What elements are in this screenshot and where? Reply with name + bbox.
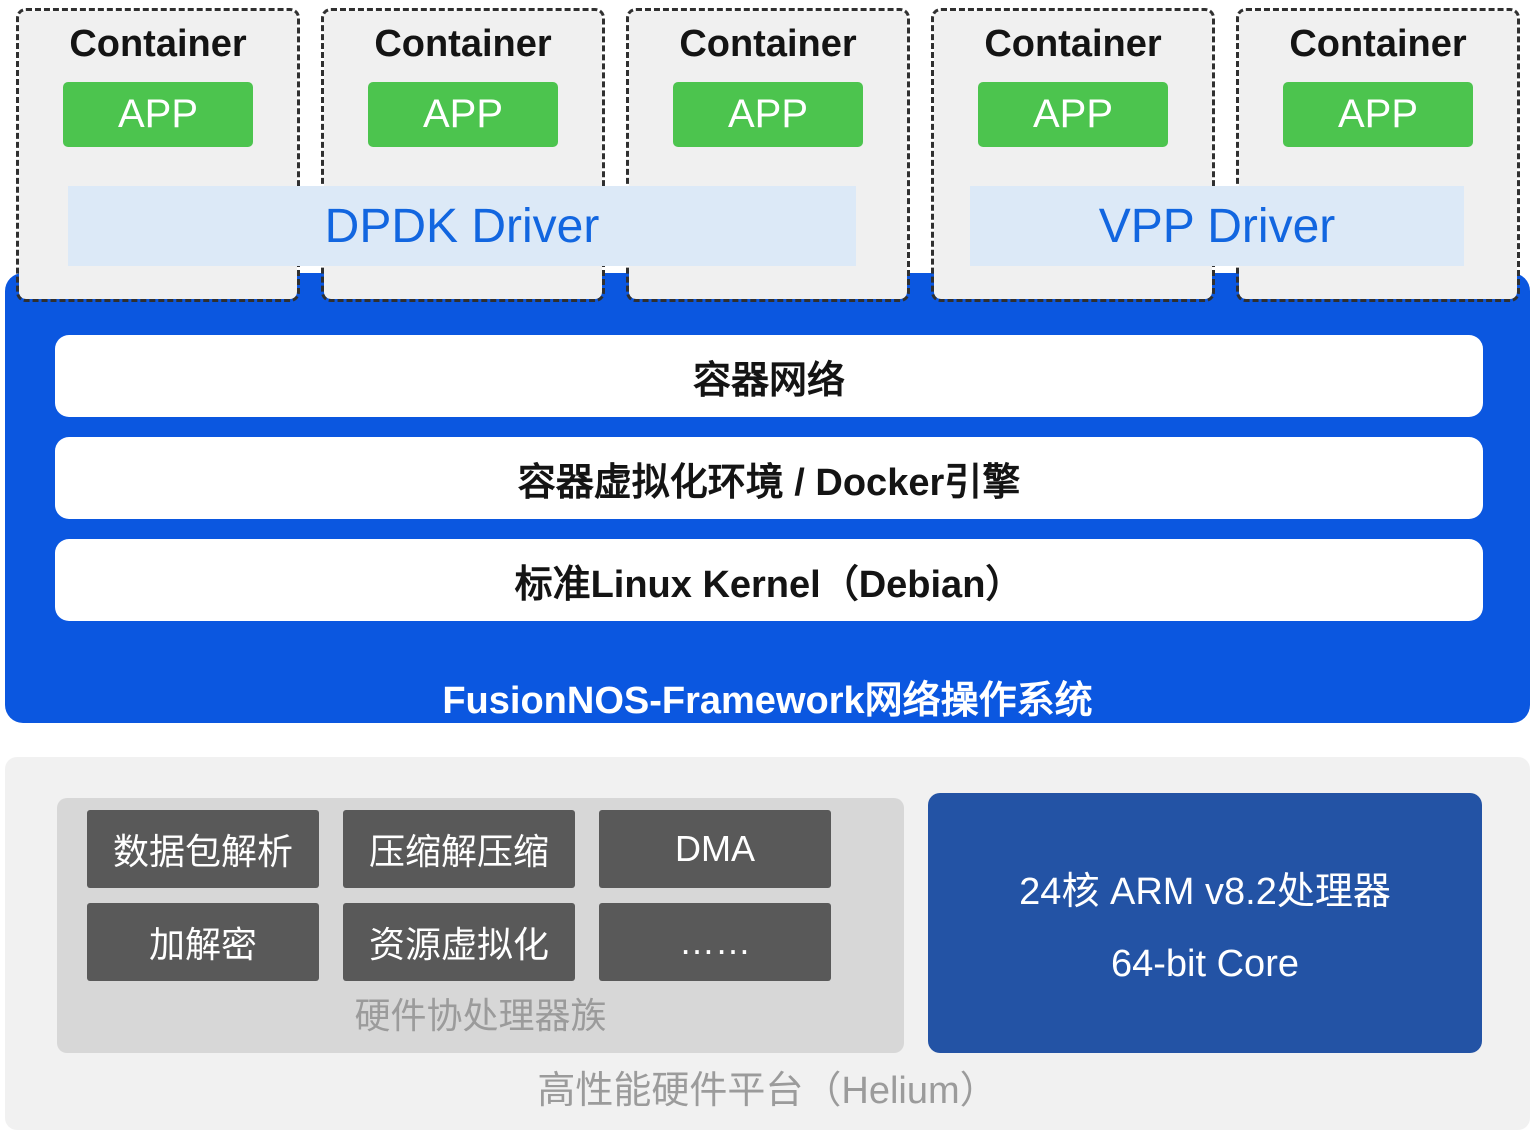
coprocessor-family-box: 数据包解析 压缩解压缩 DMA 加解密 资源虚拟化 …… 硬件协处理器族 [57, 798, 904, 1053]
chip-encryption: 加解密 [87, 903, 319, 981]
container-title: Container [374, 23, 552, 65]
vpp-driver-bar: VPP Driver [970, 186, 1464, 266]
arm-cpu-line2: 64-bit Core [1111, 943, 1299, 985]
hardware-platform-box: 数据包解析 压缩解压缩 DMA 加解密 资源虚拟化 …… 硬件协处理器族 24核… [5, 757, 1530, 1130]
arm-cpu-box: 24核 ARM v8.2处理器 64-bit Core [928, 793, 1482, 1053]
container-title: Container [69, 23, 247, 65]
app-box: APP [673, 82, 863, 147]
coprocessor-chips-grid: 数据包解析 压缩解压缩 DMA 加解密 资源虚拟化 …… [87, 810, 831, 981]
app-box: APP [1283, 82, 1473, 147]
coprocessor-family-label: 硬件协处理器族 [354, 995, 607, 1036]
hardware-platform-label: 高性能硬件平台（Helium） [537, 1070, 998, 1112]
os-layer-docker-engine: 容器虚拟化环境 / Docker引擎 [55, 437, 1483, 519]
chip-ellipsis: …… [599, 903, 831, 981]
container-title: Container [679, 23, 857, 65]
container-title: Container [1289, 23, 1467, 65]
network-os-box: 容器网络 容器虚拟化环境 / Docker引擎 标准Linux Kernel（D… [5, 273, 1530, 723]
dpdk-driver-bar: DPDK Driver [68, 186, 856, 266]
chip-compression: 压缩解压缩 [343, 810, 575, 888]
chip-packet-parsing: 数据包解析 [87, 810, 319, 888]
app-box: APP [63, 82, 253, 147]
os-layer-linux-kernel: 标准Linux Kernel（Debian） [55, 539, 1483, 621]
network-os-label: FusionNOS-Framework网络操作系统 [442, 680, 1093, 722]
chip-dma: DMA [599, 810, 831, 888]
app-box: APP [978, 82, 1168, 147]
app-box: APP [368, 82, 558, 147]
container-title: Container [984, 23, 1162, 65]
os-layer-container-network: 容器网络 [55, 335, 1483, 417]
arm-cpu-line1: 24核 ARM v8.2处理器 [1019, 871, 1391, 913]
chip-resource-virtualization: 资源虚拟化 [343, 903, 575, 981]
